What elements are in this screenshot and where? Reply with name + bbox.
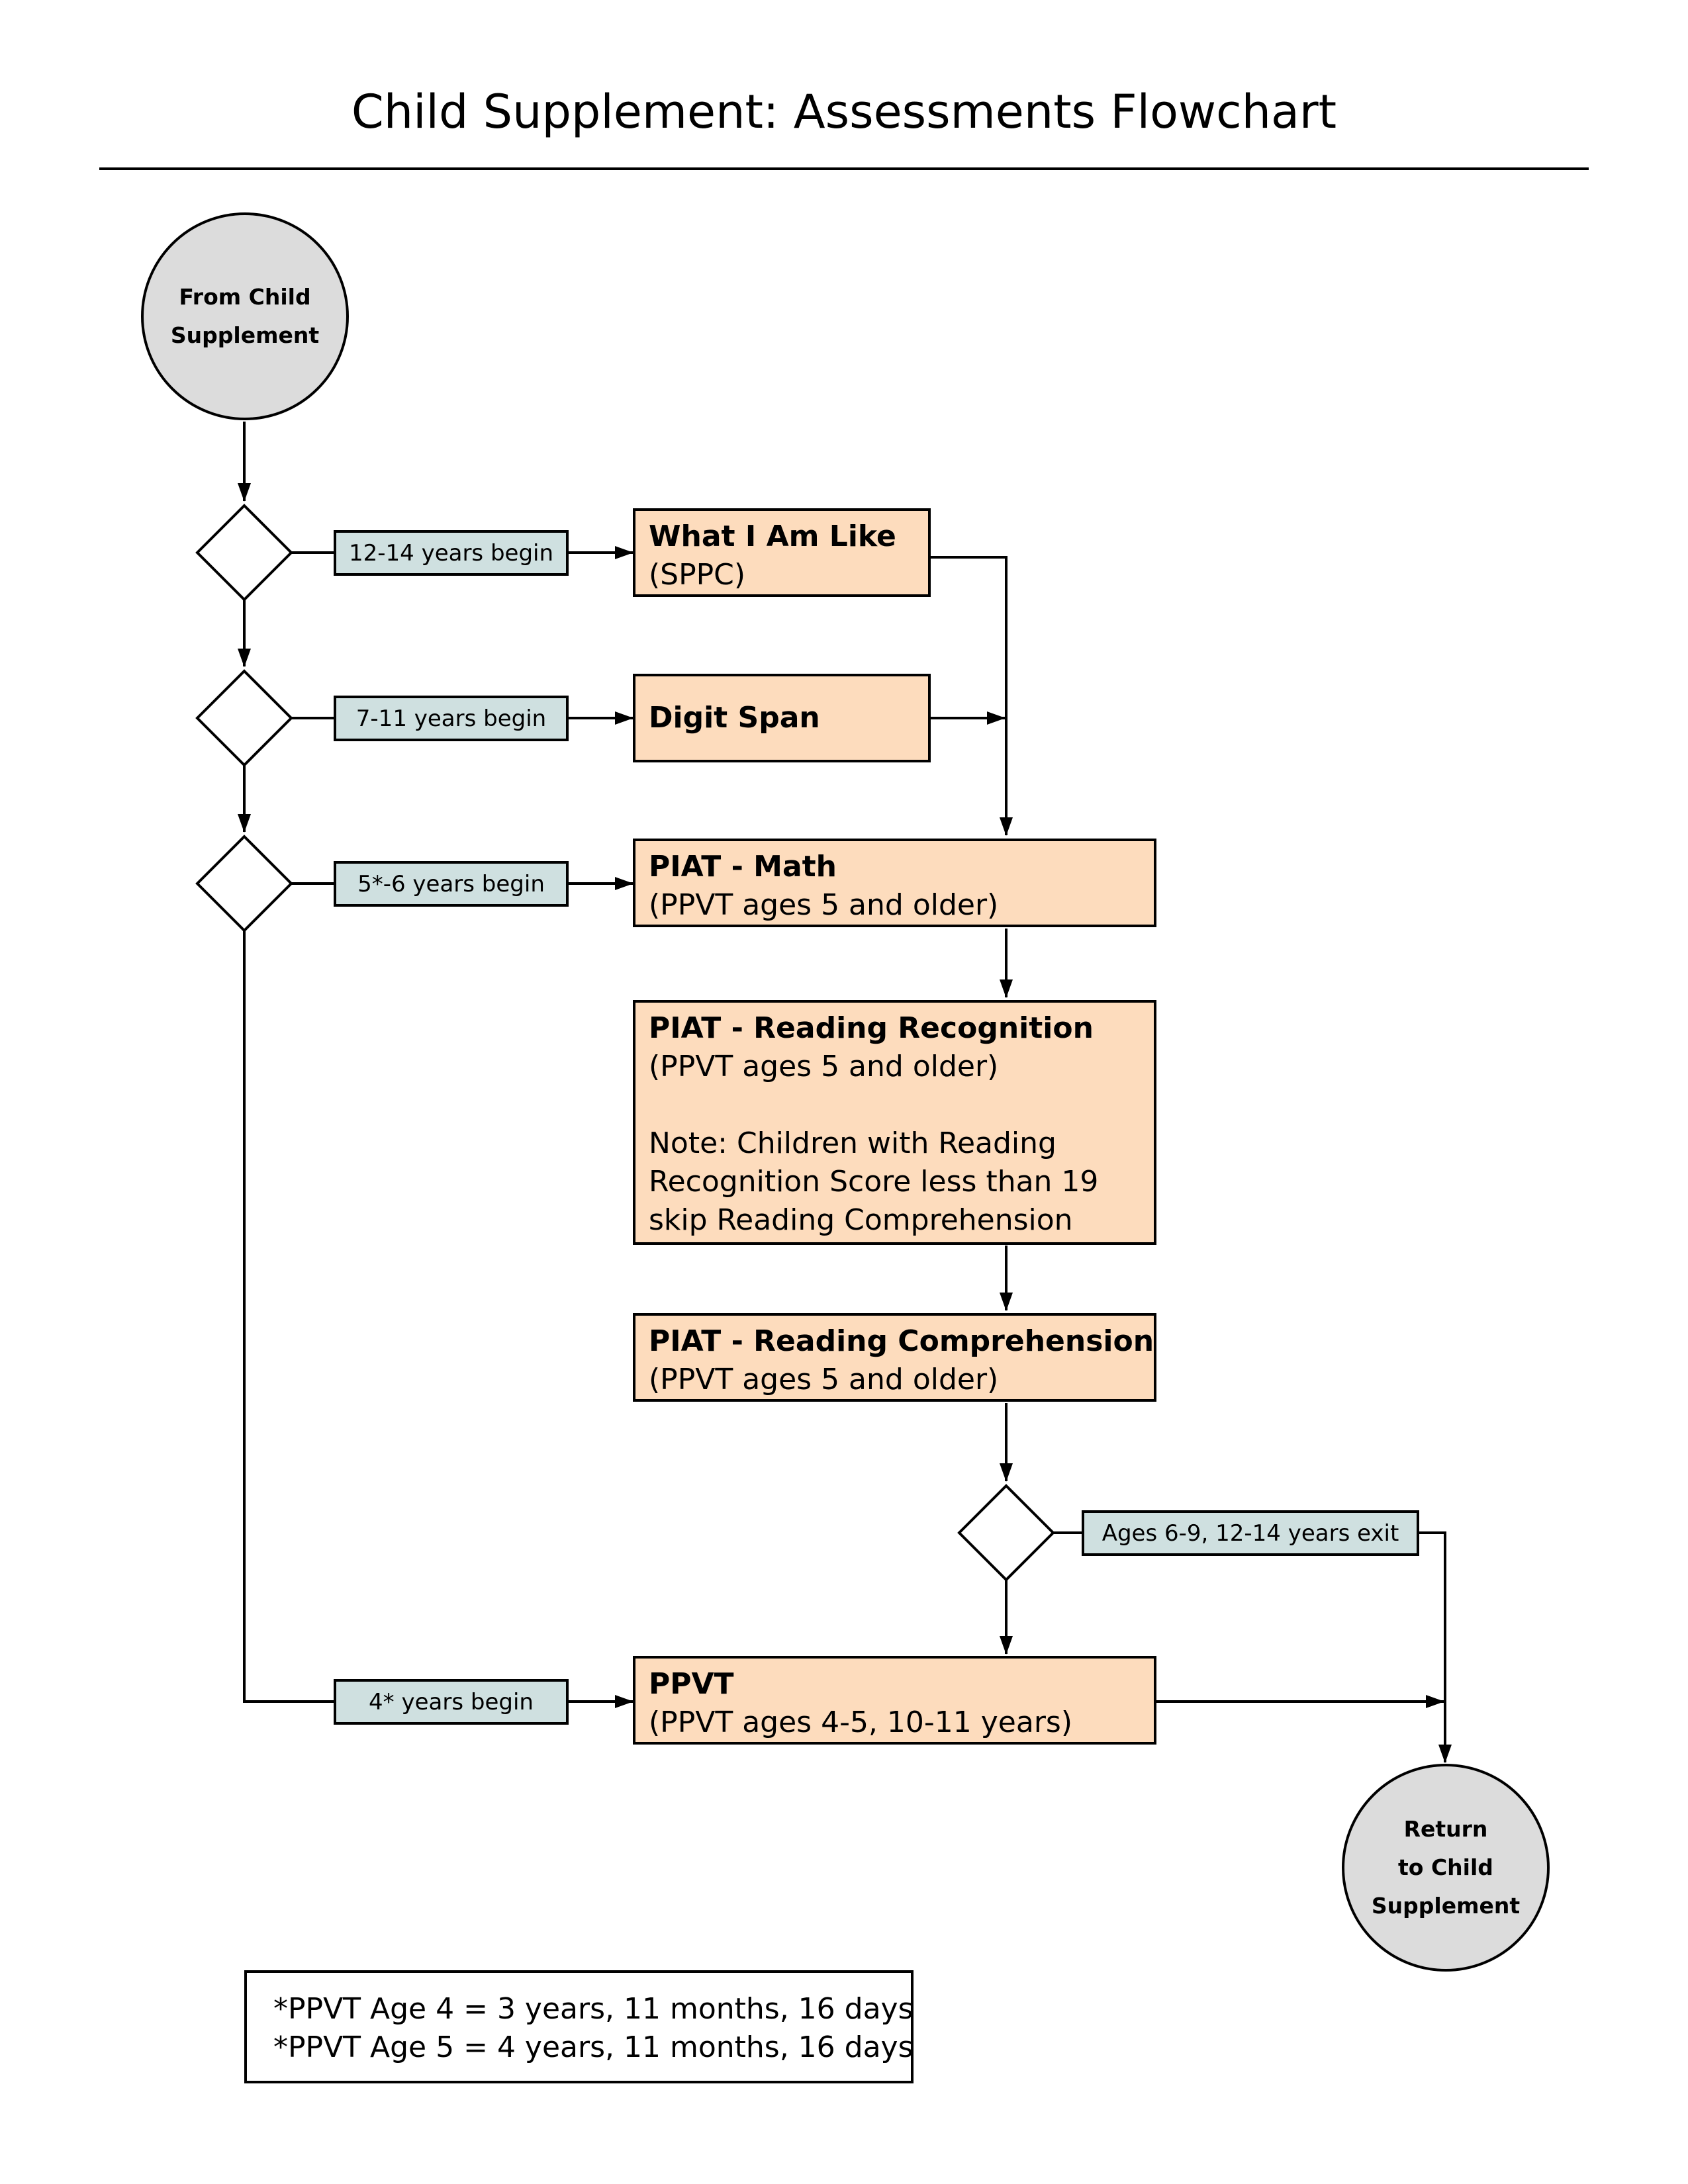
condition-label-5-6: 5*-6 years begin <box>334 861 569 907</box>
connector-d3-to-label4 <box>243 931 335 1703</box>
start-terminal-label: From Child Supplement <box>170 284 320 348</box>
step-ppvt: PPVT (PPVT ages 4-5, 10-11 years) <box>633 1656 1156 1745</box>
footnote-line: *PPVT Age 4 = 3 years, 11 months, 16 day… <box>273 1992 914 2026</box>
connector-exit-to-return <box>1418 1531 1452 1763</box>
decision-diamond-3 <box>195 835 293 933</box>
start-terminal: From Child Supplement <box>141 212 349 420</box>
condition-label-exit: Ages 6-9, 12-14 years exit <box>1082 1510 1419 1556</box>
step-title: PIAT - Reading Comprehension <box>649 1324 1154 1358</box>
end-terminal: Return to Child Supplement <box>1342 1764 1550 1972</box>
step-title: PPVT <box>649 1667 734 1701</box>
step-title: PIAT - Math <box>649 850 837 884</box>
condition-label-12-14: 12-14 years begin <box>334 530 569 576</box>
page-title: Child Supplement: Assessments Flowchart <box>351 85 1337 139</box>
decision-diamond-1 <box>195 504 293 602</box>
connector-sppc-to-math <box>929 556 1013 836</box>
step-what-i-am-like: What I Am Like (SPPC) <box>633 508 931 597</box>
step-title: PIAT - Reading Recognition <box>649 1011 1094 1045</box>
end-terminal-label: Return to Child Supplement <box>1371 1816 1521 1919</box>
step-title: What I Am Like <box>649 520 896 553</box>
step-piat-math: PIAT - Math (PPVT ages 5 and older) <box>633 839 1156 927</box>
decision-diamond-4 <box>957 1484 1055 1582</box>
step-digit-span: Digit Span <box>633 674 931 762</box>
step-piat-reading-recognition: PIAT - Reading Recognition (PPVT ages 5 … <box>633 1000 1156 1245</box>
step-title: Digit Span <box>649 701 820 735</box>
title-divider <box>99 167 1589 170</box>
condition-label-4: 4* years begin <box>334 1679 569 1725</box>
step-subtitle: (PPVT ages 5 and older) <box>649 1363 999 1396</box>
footnote-line: *PPVT Age 5 = 4 years, 11 months, 16 day… <box>273 2030 914 2064</box>
decision-diamond-2 <box>195 669 293 767</box>
step-subtitle: (PPVT ages 5 and older) <box>649 888 999 922</box>
footnote-box: *PPVT Age 4 = 3 years, 11 months, 16 day… <box>244 1970 914 2083</box>
step-subtitle: (PPVT ages 5 and older) <box>649 1050 999 1083</box>
step-piat-reading-comprehension: PIAT - Reading Comprehension (PPVT ages … <box>633 1313 1156 1402</box>
step-subtitle: (SPPC) <box>649 558 746 592</box>
step-subtitle: (PPVT ages 4-5, 10-11 years) <box>649 1706 1072 1739</box>
condition-label-7-11: 7-11 years begin <box>334 696 569 741</box>
step-note: Note: Children with Reading Recognition … <box>649 1126 1099 1237</box>
